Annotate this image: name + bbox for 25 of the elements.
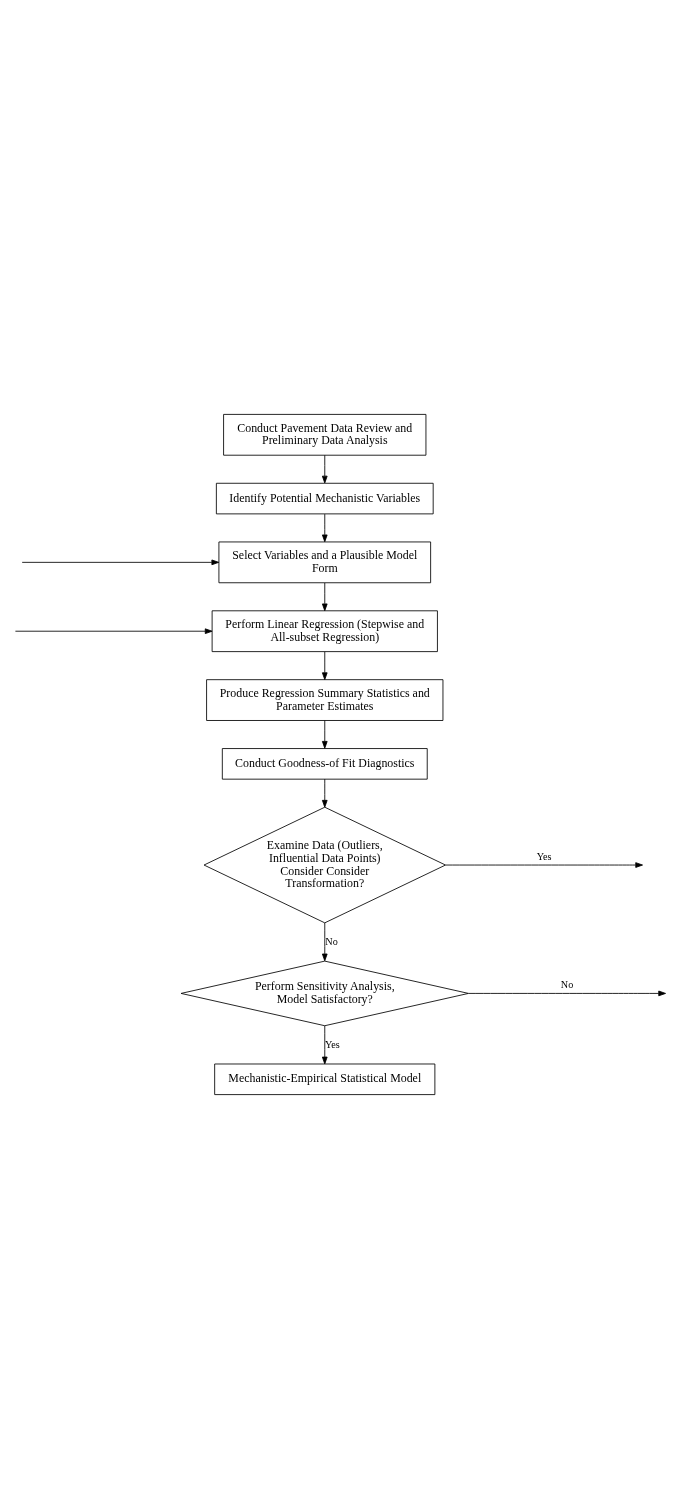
arrow <box>321 922 328 962</box>
arrow <box>321 720 328 749</box>
edge-label: No <box>325 935 338 947</box>
node-box: Conduct Pavement Data Review and Preliminary Data Analysis <box>223 413 427 456</box>
arrow <box>468 990 666 997</box>
arrow <box>321 778 328 808</box>
node-diamond: Perform Sensitivity Analysis, Model Satisfactory? <box>180 960 469 1027</box>
arrow <box>321 582 328 612</box>
edge-label: Yes <box>536 850 552 862</box>
arrow <box>321 454 328 484</box>
node-diamond: Examine Data (Outliers, Influential Data Points) Consider Consider Transformation? <box>203 806 446 924</box>
node-box: Produce Regression Summary Statistics and Parameter Estimates <box>206 679 444 721</box>
arrow <box>321 1025 328 1065</box>
arrow <box>445 862 643 868</box>
arrow <box>321 651 328 680</box>
edge-label: Yes <box>325 1038 340 1050</box>
node-box: Mechanistic-Empirical Statistical Model <box>214 1063 436 1096</box>
edge-label: No <box>560 978 574 990</box>
arrow <box>321 513 328 543</box>
node-box: Conduct Goodness-of Fit Diagnostics <box>221 748 428 780</box>
arrow <box>14 628 213 634</box>
arrow <box>21 559 220 566</box>
node-box: Identify Potential Mechanistic Variables <box>215 482 434 515</box>
node-box: Perform Linear Regression (Stepwise and All-subset Regression) <box>211 610 438 653</box>
node-box: Select Variables and a Plausible Model Form <box>218 541 432 584</box>
